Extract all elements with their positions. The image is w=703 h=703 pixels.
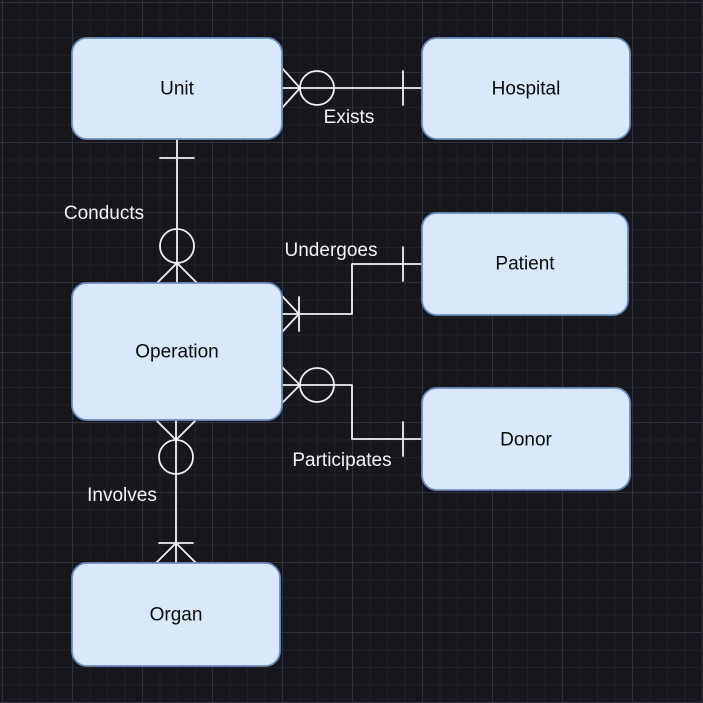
relationship-label: Conducts	[64, 203, 144, 224]
zero-ring-marker	[158, 439, 194, 475]
relationship-undergoes[interactable]: Undergoes	[281, 240, 423, 333]
zero-ring-marker	[299, 70, 335, 106]
entity-label: Donor	[500, 430, 552, 451]
relationship-label: Exists	[324, 107, 375, 128]
entity-node-patient[interactable]: Patient	[421, 212, 629, 316]
entity-box	[421, 387, 631, 491]
entity-node-donor[interactable]: Donor	[421, 387, 631, 491]
crows-foot-marker	[155, 542, 197, 564]
connector-line	[281, 263, 423, 315]
entity-node-hospital[interactable]: Hospital	[421, 37, 631, 140]
relationship-participates[interactable]: Participates	[281, 366, 423, 471]
connector-line	[281, 384, 423, 440]
relationship-involves[interactable]: Involves	[87, 419, 197, 564]
entity-label: Hospital	[492, 79, 561, 100]
entity-node-operation[interactable]: Operation	[71, 282, 283, 421]
entity-label: Organ	[150, 605, 203, 626]
entity-label: Unit	[160, 79, 195, 100]
entity-box	[421, 37, 631, 140]
entity-box	[71, 562, 281, 667]
relationship-label: Participates	[292, 450, 391, 471]
relationship-exists[interactable]: Exists	[281, 67, 423, 128]
entity-label: Operation	[135, 342, 218, 363]
entity-box	[71, 282, 283, 421]
zero-ring-marker	[299, 367, 335, 403]
relationship-conducts[interactable]: Conducts	[64, 138, 198, 284]
entity-node-organ[interactable]: Organ	[71, 562, 281, 667]
crows-foot-marker	[156, 262, 198, 284]
relationship-label: Undergoes	[285, 240, 378, 261]
relationship-label: Involves	[87, 485, 157, 506]
entity-node-unit[interactable]: Unit	[71, 37, 283, 140]
entity-label: Patient	[495, 254, 555, 275]
entity-box	[421, 212, 629, 316]
entity-box	[71, 37, 283, 140]
